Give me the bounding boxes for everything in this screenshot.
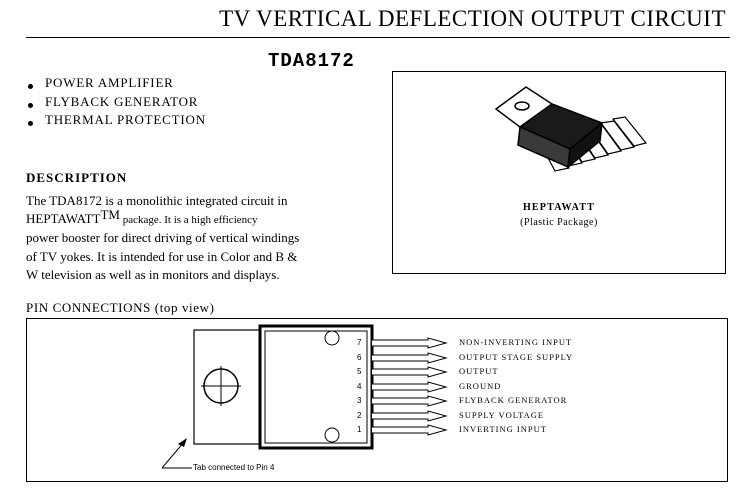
feature-item: POWER AMPLIFIER [28, 74, 206, 93]
part-number: TDA8172 [268, 50, 355, 72]
pin-label: OUTPUT STAGE SUPPLY [459, 352, 574, 362]
description-text: The TDA8172 is a monolithic integrated c… [26, 192, 371, 284]
package-subtitle: (Plastic Package) [520, 217, 598, 228]
description-fragment: package. It is a high efficiency [119, 214, 258, 227]
pin-number: 5 [357, 367, 362, 376]
description-line: power booster for direct driving of vert… [26, 230, 300, 246]
pin-number: 2 [357, 411, 362, 420]
trademark-mark: TM [100, 207, 120, 223]
pin-label: GROUND [459, 381, 502, 391]
pin-number: 6 [357, 353, 362, 362]
feature-item: THERMAL PROTECTION [28, 111, 206, 130]
bullet-icon [28, 121, 33, 126]
pinout-diagram [161, 324, 448, 469]
pin-label: NON-INVERTING INPUT [459, 337, 573, 347]
description-heading: DESCRIPTION [26, 170, 128, 185]
page-title: TV VERTICAL DEFLECTION OUTPUT CIRCUIT [219, 6, 726, 31]
pin-number: 1 [357, 425, 362, 434]
heptawatt-package-icon [494, 86, 648, 172]
bullet-icon [28, 102, 33, 108]
feature-list: POWER AMPLIFIER FLYBACK GENERATOR THERMA… [28, 74, 206, 130]
package-name-inline: HEPTAWATT [26, 211, 101, 227]
package-name: HEPTAWATT [522, 202, 596, 213]
pin-connections-heading: PIN CONNECTIONS (top view) [26, 300, 215, 315]
pin-number: 7 [357, 338, 362, 347]
description-line: W television as well as in monitors and … [26, 266, 280, 282]
pin-label: INVERTING INPUT [459, 424, 547, 434]
pin-number: 3 [357, 396, 362, 405]
tab-note-leader [161, 441, 185, 469]
feature-label: FLYBACK GENERATOR [45, 93, 199, 109]
package-box [392, 71, 726, 274]
feature-label: THERMAL PROTECTION [45, 112, 206, 127]
pin-number: 4 [357, 382, 362, 391]
pin-label: OUTPUT [459, 366, 499, 376]
pin-label: SUPPLY VOLTAGE [459, 410, 545, 420]
pin-connections-box [26, 318, 728, 482]
pin-label: FLYBACK GENERATOR [459, 395, 568, 405]
feature-label: POWER AMPLIFIER [45, 75, 174, 90]
title-rule [26, 37, 730, 38]
description-line: of TV yokes. It is intended for use in C… [26, 248, 298, 264]
description-line: HEPTAWATTTM package. It is a high effici… [26, 207, 371, 229]
tab-note: Tab connected to Pin 4 [193, 463, 275, 472]
description-line: The TDA8172 is a monolithic integrated c… [26, 193, 288, 208]
bullet-icon [28, 84, 33, 89]
ic-body [258, 324, 374, 450]
feature-item: FLYBACK GENERATOR [28, 93, 206, 112]
